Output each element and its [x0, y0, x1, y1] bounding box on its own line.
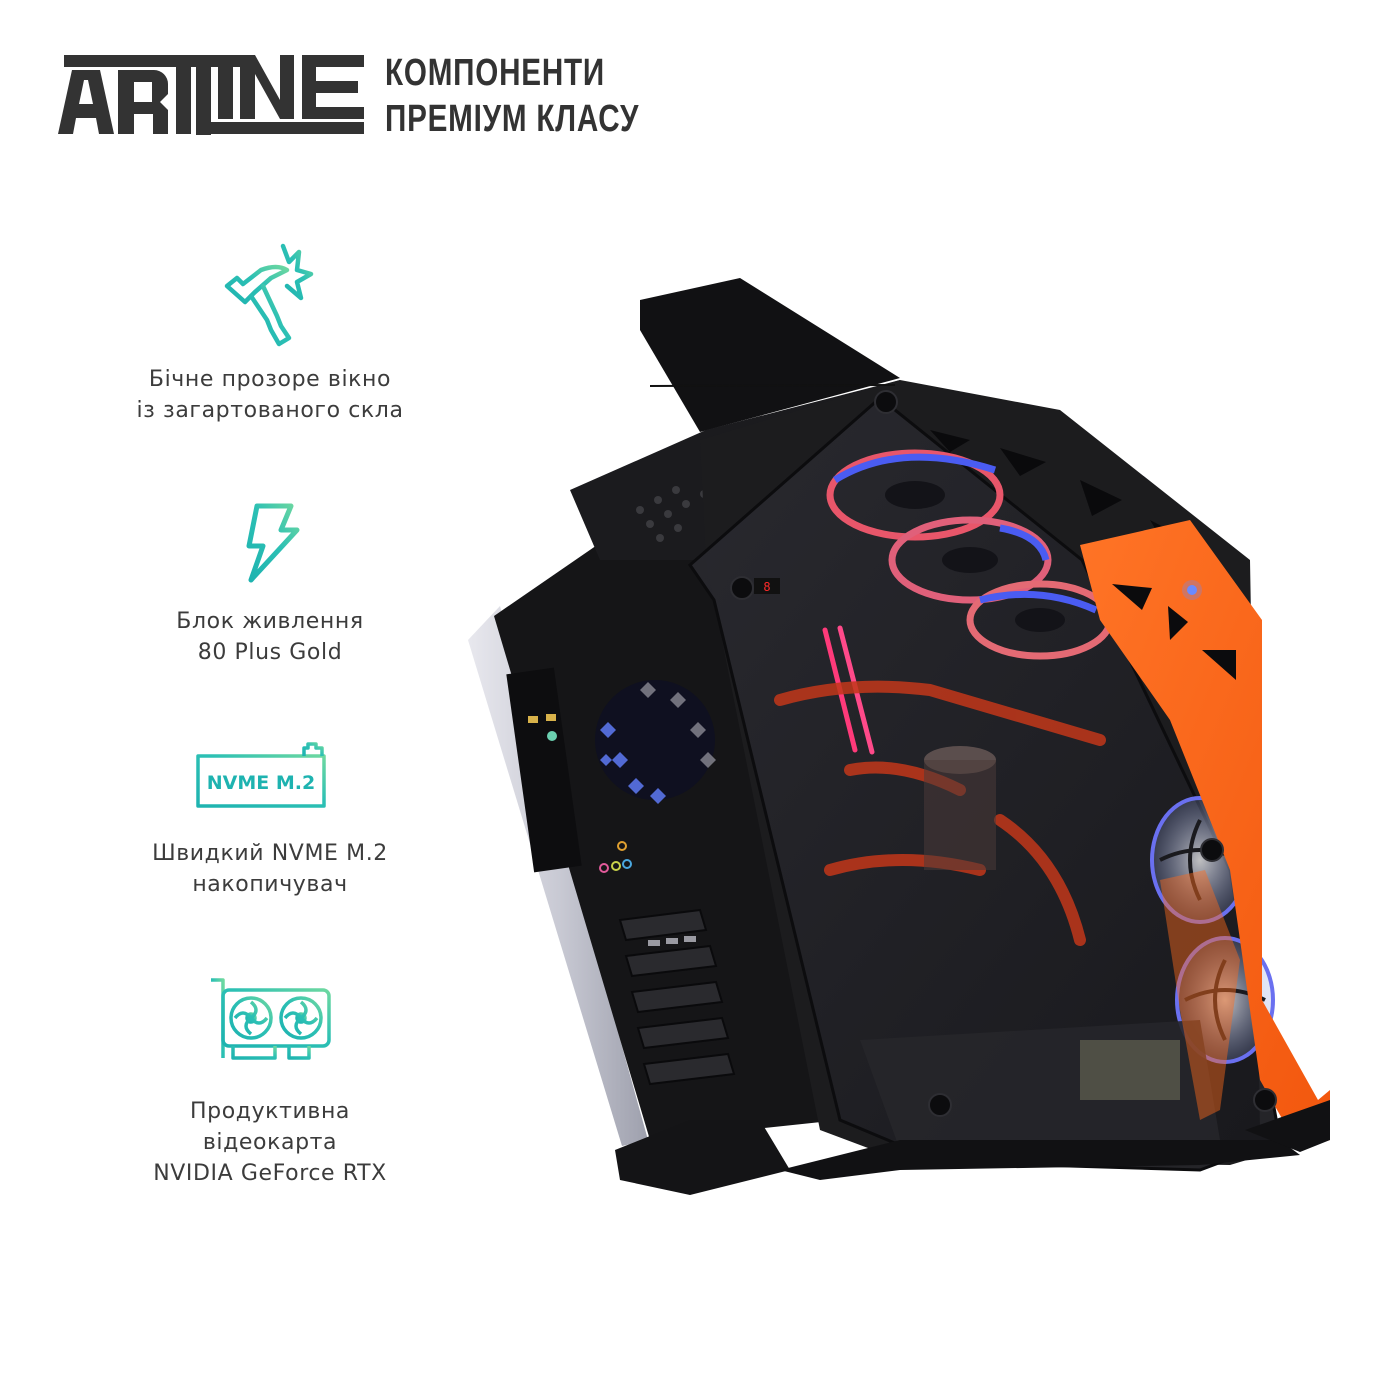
graphics-card-icon: [211, 978, 331, 1060]
brand-tagline: КОМПОНЕНТИ ПРЕМІУМ КЛАСУ: [385, 50, 639, 142]
product-image-pc-case: 8: [450, 260, 1370, 1220]
feature-gpu-label: Продуктивна відеокарта NVIDIA GeForce RT…: [153, 1099, 387, 1186]
feature-nvme: NVME M.2 Швидкий NVME M.2 накопичувач: [100, 740, 440, 900]
artline-logo-mark: [58, 55, 364, 135]
nvme-ssd-icon: NVME M.2: [196, 742, 340, 808]
feature-tempered-glass-label: Бічне прозоре вікно із загартованого скл…: [136, 367, 404, 423]
artline-logo: [58, 52, 368, 142]
feature-tempered-glass: Бічне прозоре вікно із загартованого скл…: [100, 240, 440, 426]
tagline-line-2: ПРЕМІУМ КЛАСУ: [385, 98, 640, 140]
feature-psu: Блок живлення 80 Plus Gold: [100, 500, 440, 668]
debug-led-digit: 8: [763, 580, 770, 594]
lightning-bolt-icon: [246, 503, 300, 583]
feature-nvme-label: Швидкий NVME M.2 накопичувач: [152, 841, 388, 897]
feature-psu-label: Блок живлення 80 Plus Gold: [176, 609, 364, 665]
tagline-line-1: КОМПОНЕНТИ: [385, 52, 605, 94]
nvme-icon-text: NVME M.2: [207, 772, 315, 794]
hammer-glass-break-icon: [224, 243, 314, 347]
pc-case-illustration: 8: [468, 278, 1330, 1195]
feature-gpu: Продуктивна відеокарта NVIDIA GeForce RT…: [100, 972, 440, 1189]
